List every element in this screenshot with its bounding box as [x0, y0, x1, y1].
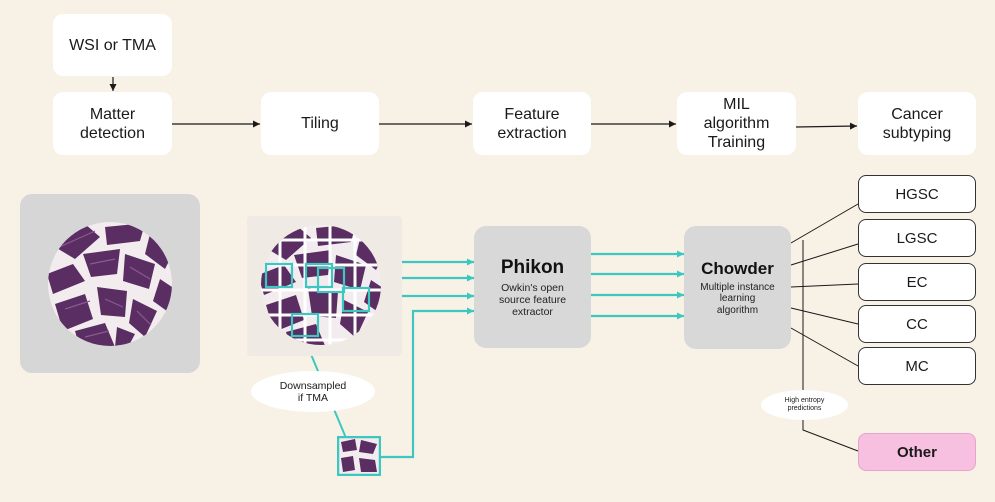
step-tiling: Tiling	[261, 92, 379, 155]
fan-line-other	[802, 240, 859, 452]
chowder-desc-line3: algorithm	[716, 304, 759, 316]
phikon-title: Phikon	[500, 256, 565, 278]
fan-line-ec	[790, 283, 859, 288]
downsampled-tile	[337, 436, 381, 476]
output-ec-label: EC	[906, 273, 928, 291]
highlight-tile-4	[341, 286, 371, 313]
output-lgsc-label: LGSC	[896, 229, 938, 247]
output-lgsc: LGSC	[858, 219, 976, 257]
step-mil-line3: Training	[707, 134, 766, 151]
output-other-label: Other	[896, 443, 937, 461]
step-mil-line1: MIL	[723, 96, 750, 113]
output-cc: CC	[858, 305, 976, 343]
step-matter-line1: Matter	[89, 105, 136, 123]
output-mc-label: MC	[905, 357, 929, 375]
output-hgsc-label: HGSC	[895, 185, 939, 203]
phikon-desc-line2: source feature	[498, 293, 567, 306]
phikon-desc-line3: extractor	[512, 305, 553, 318]
downsampled-line1: Downsampled	[279, 379, 347, 392]
chowder-title: Chowder	[701, 258, 774, 278]
highlight-tile-1	[264, 262, 294, 289]
phikon-box: Phikon Owkin's open source feature extra…	[474, 226, 591, 348]
chowder-box: Chowder Multiple instance learning algor…	[684, 226, 791, 349]
fan-line-mc	[790, 327, 859, 367]
step-cancer-line1: Cancer	[891, 105, 943, 123]
fan-line-cc	[790, 307, 859, 325]
output-ec: EC	[858, 263, 976, 301]
output-hgsc: HGSC	[858, 175, 976, 213]
step-matter-line2: detection	[80, 124, 145, 142]
input-label: WSI or TMA	[69, 36, 156, 54]
phikon-desc-line1: Owkin's open	[501, 281, 564, 294]
downsampled-line2: if TMA	[297, 391, 329, 404]
tissue-image-wsi	[48, 222, 172, 346]
fan-line-lgsc	[790, 243, 859, 266]
output-other: Other	[858, 433, 976, 471]
fan-line-hgsc	[790, 203, 859, 244]
input-box: WSI or TMA	[53, 14, 172, 76]
step-tiling-label: Tiling	[301, 115, 339, 132]
highlight-tile-5	[290, 312, 320, 338]
step-feature-line2: extraction	[497, 124, 567, 142]
high-entropy-line2: predictions	[787, 405, 822, 412]
teal-arrow-4	[381, 307, 474, 459]
step-mil-line2: algorithm	[703, 115, 770, 132]
highlight-tile-3	[316, 266, 346, 294]
arrow-mil-to-subtyping	[795, 122, 858, 130]
output-cc-label: CC	[906, 315, 928, 333]
tissue-image-tiled	[261, 225, 381, 345]
output-mc: MC	[858, 347, 976, 385]
step-feature-line1: Feature	[504, 105, 560, 123]
high-entropy-line1: High entropy	[784, 396, 825, 404]
chowder-desc-line1: Multiple instance	[700, 281, 775, 293]
step-cancer-line2: subtyping	[882, 124, 952, 142]
chowder-desc-line2: learning	[719, 293, 756, 305]
